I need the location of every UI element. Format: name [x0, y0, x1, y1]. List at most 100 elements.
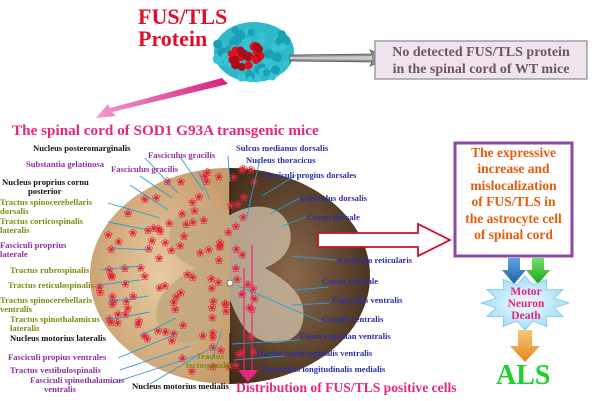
- positive-cell-marker: ❀: [194, 191, 203, 204]
- label-tractus-tectospinalis-2: tectospinalis: [186, 361, 231, 370]
- pink-arrow-down: [96, 78, 228, 118]
- positive-cell-marker: ❀: [198, 329, 207, 342]
- label-funiculus-dorsalis: Funiculus dorsalis: [300, 194, 367, 203]
- protein-title-line1: FUS/TLS: [138, 6, 227, 28]
- protein-core-atom: [238, 63, 246, 71]
- expressive-line5: the astrocyte cell: [457, 211, 570, 227]
- positive-cell-marker: ❀: [108, 298, 117, 311]
- positive-cell-marker: ❀: [155, 282, 164, 295]
- positive-cell-marker: ❀: [178, 319, 187, 332]
- positive-cell-marker: ❀: [133, 318, 142, 331]
- label-corticospinalis-ventralis: Tractus corticospinalis ventralis: [255, 349, 372, 358]
- positive-cell-marker: ❀: [208, 327, 217, 340]
- positive-cell-marker: ❀: [165, 217, 174, 230]
- positive-cell-marker: ❀: [233, 198, 242, 211]
- als-label: ALS: [496, 362, 550, 390]
- motor-line3: Death: [488, 310, 564, 322]
- positive-cell-marker: ❀: [249, 176, 258, 189]
- label-reticulospinalis: Tractus reticulospinalis: [8, 281, 94, 290]
- positive-cell-marker: ❀: [208, 311, 217, 324]
- positive-cell-marker: ❀: [147, 234, 156, 247]
- positive-cell-marker: ❀: [169, 296, 178, 309]
- positive-cell-marker: ❀: [128, 227, 137, 240]
- label-nucleus-proprius-2: posterior: [28, 187, 61, 196]
- gray-arrow-wt: [290, 50, 388, 66]
- protein-title-line2: Protein: [138, 28, 207, 50]
- protein-atom: [263, 69, 270, 76]
- protein-core-atom: [256, 46, 263, 53]
- motor-line1: Motor: [488, 286, 564, 298]
- positive-cell-marker: ❀: [114, 235, 123, 248]
- positive-cell-marker: ❀: [120, 262, 129, 275]
- positive-cell-marker: ❀: [121, 278, 130, 291]
- label-canalis-centralis: Canalis centralis: [322, 315, 383, 324]
- distribution-label: Distribution of FUS/TLS positive cells: [236, 381, 457, 395]
- positive-cell-marker: ❀: [215, 237, 224, 250]
- label-fasciculi-propius-ventrales: Fasciculi propius ventrales: [8, 353, 106, 362]
- label-cornu-dorsale: Cornu dorsale: [307, 213, 360, 222]
- label-fasciculus-longitudinalis: Fasciculus longitudinalis medialis: [262, 365, 385, 374]
- protein-molecule-icon: [213, 22, 294, 83]
- expressive-line1: The expressive: [457, 145, 570, 161]
- protein-atom: [282, 61, 288, 67]
- positive-cell-marker: ❀: [232, 243, 241, 256]
- positive-cell-marker: ❀: [136, 262, 145, 275]
- label-spinothalamicus-lateralis-2: lateralis: [10, 324, 40, 333]
- expressive-line2: increase and: [457, 161, 570, 177]
- protein-atom: [272, 53, 280, 61]
- motor-neuron-death: Motor Neuron Death: [488, 286, 564, 322]
- protein-atom: [246, 70, 253, 77]
- protein-atom: [248, 29, 255, 36]
- protein-atom: [259, 32, 265, 38]
- wt-box-text: No detected FUS/TLS protein in the spina…: [377, 44, 585, 78]
- positive-cell-marker: ❀: [128, 290, 137, 303]
- label-nucleus-posteromarginalis: Nucleus posteromarginalis: [33, 144, 130, 153]
- protein-atom: [247, 76, 253, 82]
- positive-cell-marker: ❀: [214, 170, 223, 183]
- protein-core-atom: [238, 49, 247, 58]
- label-nucleus-motorius-medialis: Nucleus motorius medialis: [132, 382, 229, 391]
- expressive-line4: of FUS/TLS in: [457, 194, 570, 210]
- protein-atom: [271, 65, 280, 74]
- positive-cell-marker: ❀: [149, 222, 158, 235]
- orange-arrow-down: [510, 330, 540, 362]
- label-fasciculi-progius-dorsales: Fasciculi progius dorsales: [262, 171, 356, 180]
- wt-line2: in the spinal cord of WT mice: [377, 61, 585, 78]
- label-formatio-reticularis: Formatio reticularis: [338, 256, 412, 265]
- positive-cell-marker: ❀: [188, 216, 197, 229]
- label-nucleus-thoracicus: Nucleus thoracicus: [246, 156, 315, 165]
- positive-cell-marker: ❀: [204, 243, 213, 256]
- positive-cell-marker: ❀: [188, 271, 197, 284]
- label-fissura-median-ventralis: Fissura median ventralis: [300, 332, 391, 341]
- label-substantia-gelatinosa: Substantia gelatinosa: [26, 160, 104, 169]
- positive-cell-marker: ❀: [246, 330, 255, 343]
- label-vestibulospinalis: Tractus vestibulospinalis: [10, 366, 101, 375]
- positive-cell-marker: ❀: [95, 281, 104, 294]
- positive-cell-marker: ❀: [200, 170, 209, 183]
- positive-cell-marker: ❀: [199, 214, 208, 227]
- positive-cell-marker: ❀: [214, 276, 223, 289]
- protein-atom: [241, 38, 250, 47]
- label-cornu-ventrale: Cornu ventrale: [322, 277, 378, 286]
- label-spinothalamicus-ventralis-2: ventralis: [44, 385, 76, 394]
- label-sulcus-medianus-dorsalis: Sulcus medianus dorsalis: [236, 144, 328, 153]
- positive-cell-marker: ❀: [176, 176, 185, 189]
- label-nucleus-motorius-lateralis: Nucleus motorius lateralis: [10, 334, 106, 343]
- expressive-line3: mislocalization: [457, 178, 570, 194]
- positive-cell-marker: ❀: [106, 269, 115, 282]
- spinal-cord-title: The spinal cord of SOD1 G93A transgenic …: [12, 123, 319, 138]
- positive-cell-marker: ❀: [231, 262, 240, 275]
- label-spinocerebellaris-ventralis-2: ventralis: [0, 305, 32, 314]
- protein-core-atom: [228, 51, 234, 57]
- wt-line1: No detected FUS/TLS protein: [377, 44, 585, 61]
- positive-cell-marker: ❀: [221, 298, 230, 311]
- positive-cell-marker: ❀: [167, 244, 176, 257]
- label-fasciculi-proprius-2: laterale: [0, 250, 28, 259]
- label-corticospinalis-lateralis-2: lateralis: [0, 226, 30, 235]
- motor-line2: Neuron: [488, 298, 564, 310]
- label-spinocerebellaris-dorsalis-2: dorsalis: [0, 207, 29, 216]
- protein-core-atom: [253, 58, 259, 64]
- label-fasciculus-gracilis-2: Fasciculus gracilis: [111, 165, 178, 174]
- positive-cell-marker: ❀: [176, 239, 185, 252]
